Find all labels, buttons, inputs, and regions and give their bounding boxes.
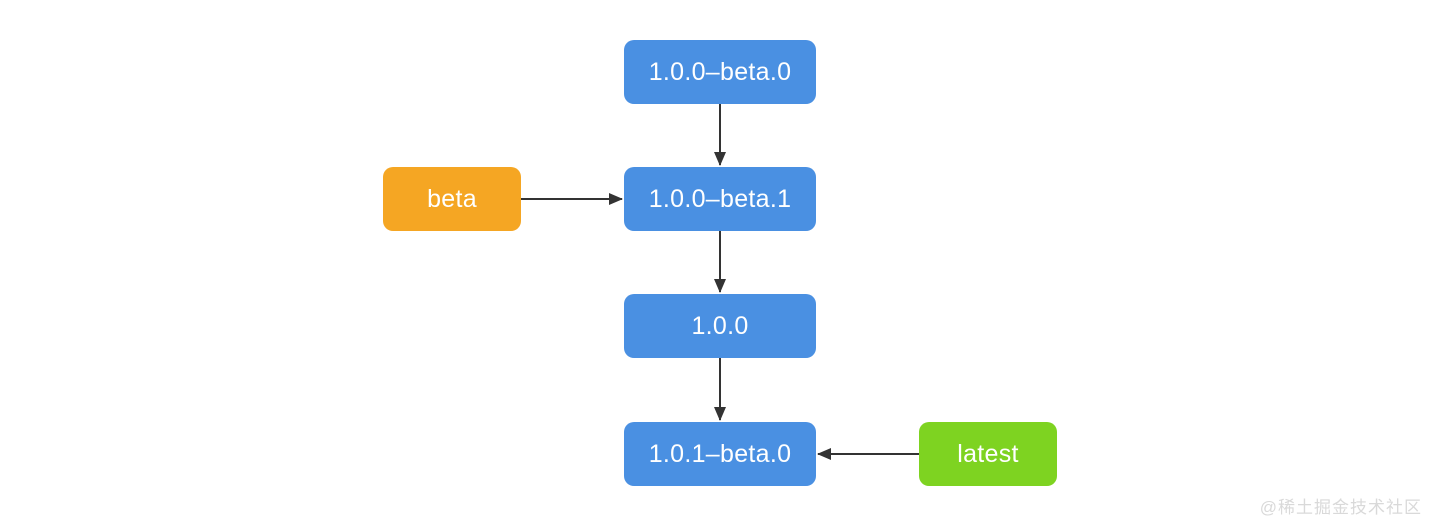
node-label: 1.0.0–beta.1 [648,184,792,213]
node-label: 1.0.1–beta.0 [648,439,792,468]
watermark: @稀土掘金技术社区 [1259,498,1422,517]
node-label: 1.0.0 [691,311,749,340]
node-label: latest [957,439,1019,468]
node-version-1-0-0-beta-0: 1.0.0–beta.0 [624,40,816,104]
node-version-1-0-0: 1.0.0 [624,294,816,358]
node-label: beta [427,184,477,213]
node-dist-tag-latest: latest [919,422,1057,486]
node-version-1-0-1-beta-0: 1.0.1–beta.0 [624,422,816,486]
node-version-1-0-0-beta-1: 1.0.0–beta.1 [624,167,816,231]
node-dist-tag-beta: beta [383,167,521,231]
node-label: 1.0.0–beta.0 [648,57,792,86]
